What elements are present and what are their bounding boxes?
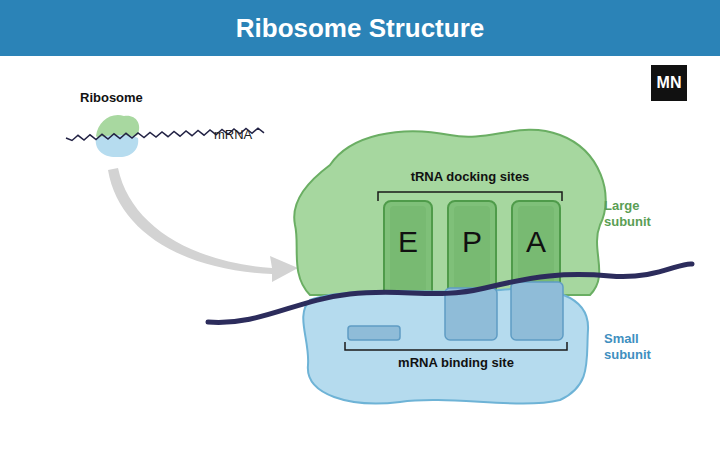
binding-site-label: mRNA binding site — [356, 355, 556, 371]
large-subunit-label: Large subunit — [604, 198, 674, 230]
logo-box: MN — [651, 65, 687, 101]
small-subunit: mRNA binding site Small subunit — [200, 270, 700, 410]
site-letter: E — [383, 225, 433, 259]
mrna-label: mRNA — [214, 127, 252, 143]
small-subunit-label: Small subunit — [604, 331, 674, 363]
ribosome-label: Ribosome — [80, 90, 143, 106]
site-letter: A — [511, 225, 561, 259]
logo-text: MN — [651, 74, 687, 92]
pointer-arrow — [108, 168, 298, 282]
site-letter: P — [447, 225, 497, 259]
diagram-title: Ribosome Structure — [0, 12, 720, 44]
docking-sites-label: tRNA docking sites — [370, 169, 570, 185]
